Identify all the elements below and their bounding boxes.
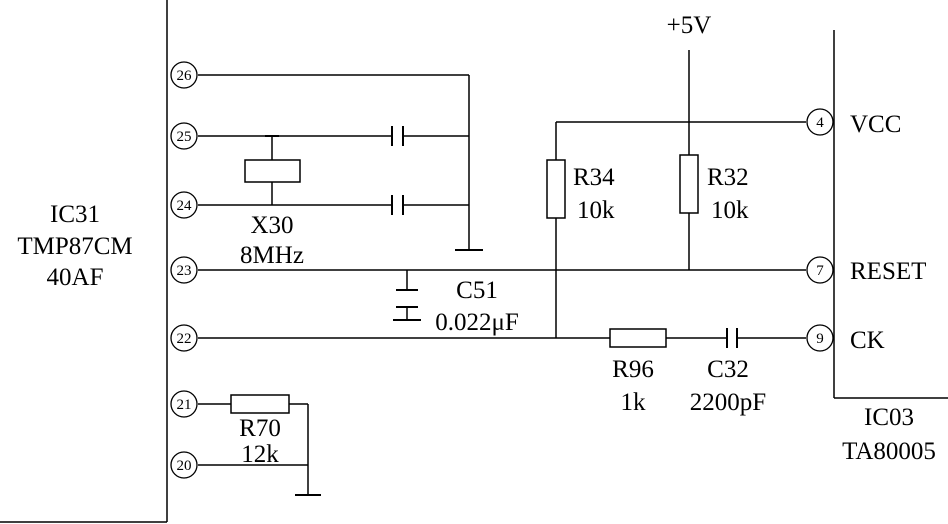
ic31-chip: IC31 TMP87CM 40AF <box>0 0 168 523</box>
ic31-label-line3: 40AF <box>47 264 104 291</box>
crystal-capacitor-24 <box>391 195 404 215</box>
c32-capacitor: C32 2200pF <box>690 328 766 416</box>
pin-23 <box>170 256 198 284</box>
r70-resistor: R70 12k <box>230 394 290 468</box>
c32-ref: C32 <box>707 356 749 383</box>
pin-4-number: 4 <box>816 115 824 131</box>
r70-ref: R70 <box>239 415 281 442</box>
pin-26-number: 26 <box>177 68 193 84</box>
pin-24-number: 24 <box>177 198 193 214</box>
c32-value: 2200pF <box>690 389 766 416</box>
r34-value: 10k <box>577 197 615 224</box>
x30-ref: X30 <box>250 212 293 239</box>
r96-ref: R96 <box>612 356 654 383</box>
r32-value: 10k <box>711 197 749 224</box>
pin-22 <box>170 324 198 352</box>
r70-value: 12k <box>241 441 279 468</box>
pin-9 <box>806 324 834 352</box>
pin-24 <box>170 191 198 219</box>
pin-9-number: 9 <box>816 331 824 347</box>
pin-23-number: 23 <box>177 263 192 279</box>
pin-7-name: RESET <box>850 258 926 285</box>
pin-25-number: 25 <box>177 129 192 145</box>
pin-22-number: 22 <box>177 331 192 347</box>
pin-25 <box>170 122 198 150</box>
x30-crystal: X30 8MHz <box>240 159 304 269</box>
r34-resistor: R34 10k <box>546 159 615 224</box>
x30-value: 8MHz <box>240 242 304 269</box>
pin-4 <box>806 108 834 136</box>
ic03-label-line1: IC03 <box>864 404 914 431</box>
pin-21 <box>170 390 198 418</box>
r32-resistor: R32 10k <box>679 154 749 224</box>
wires <box>198 50 806 496</box>
r34-ref: R34 <box>573 164 615 191</box>
pin-4-name: VCC <box>850 111 901 138</box>
r96-resistor: R96 1k <box>609 328 667 416</box>
ic03-pins: 4 VCC 7 RESET 9 CK <box>806 108 926 354</box>
r32-ref: R32 <box>707 164 749 191</box>
supply-label: +5V <box>667 12 712 39</box>
c51-value: 0.022μF <box>435 309 519 336</box>
pin-26 <box>170 61 198 89</box>
pin-9-name: CK <box>850 327 885 354</box>
ic31-label-line2: TMP87CM <box>17 233 132 260</box>
c51-ref: C51 <box>456 277 498 304</box>
pin-7-number: 7 <box>816 263 824 279</box>
ic03-label-line2: TA80005 <box>842 438 936 465</box>
crystal-capacitor-25 <box>391 126 404 146</box>
ic31-pins: 26 25 24 23 22 21 20 <box>170 61 198 479</box>
pin-20-number: 20 <box>177 458 192 474</box>
pin-7 <box>806 256 834 284</box>
r96-value: 1k <box>621 389 647 416</box>
pin-20 <box>170 451 198 479</box>
c51-capacitor: C51 0.022μF <box>396 277 519 336</box>
ic03-chip: IC03 TA80005 <box>833 30 948 465</box>
pin-21-number: 21 <box>177 397 192 413</box>
ic31-label-line1: IC31 <box>50 201 100 228</box>
